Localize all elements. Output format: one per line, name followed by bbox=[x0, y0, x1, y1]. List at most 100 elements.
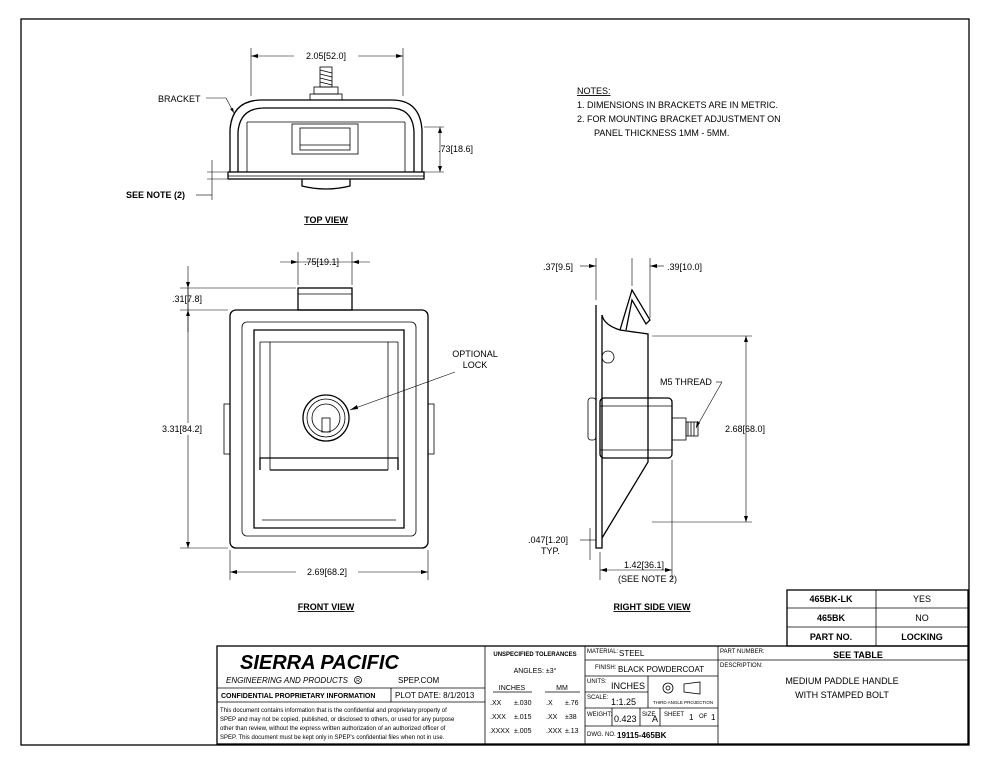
part-row-1: 465BK-LK bbox=[809, 594, 853, 604]
front-view-title: FRONT VIEW bbox=[298, 602, 355, 612]
top-height-dim: .73[18.6] bbox=[438, 144, 473, 154]
tol-in-val-1: ±.030 bbox=[514, 700, 532, 707]
side-view-title: RIGHT SIDE VIEW bbox=[613, 602, 691, 612]
tolerance-title: UNSPECIFIED TOLERANCES bbox=[493, 652, 576, 658]
thread-label: M5 THREAD bbox=[660, 377, 712, 387]
note-2-cont: PANEL THICKNESS 1MM - 5MM. bbox=[594, 128, 729, 138]
tol-mm-key-1: .X bbox=[546, 700, 553, 707]
note-2: 2. FOR MOUNTING BRACKET ADJUSTMENT ON bbox=[577, 114, 781, 124]
dwg-label: DWG. NO. bbox=[587, 732, 616, 738]
recess bbox=[253, 329, 405, 529]
tol-in-val-3: ±.005 bbox=[514, 728, 532, 735]
finish: BLACK POWDERCOAT bbox=[618, 665, 704, 674]
tolerance-angles: ANGLES: ±3° bbox=[514, 667, 557, 675]
tol-in-val-2: ±.015 bbox=[514, 714, 532, 721]
top-tab bbox=[297, 287, 353, 311]
side-housing bbox=[601, 314, 649, 539]
description-line-1: MEDIUM PADDLE HANDLE bbox=[785, 676, 898, 686]
part-table: 465BK-LK YES 465BK NO PART NO. LOCKING bbox=[786, 589, 969, 647]
locking-row-1: YES bbox=[913, 594, 931, 604]
tolerance-inches-header: INCHES bbox=[499, 685, 526, 692]
confidential-line-4: SPEP. This document must be kept only in… bbox=[220, 735, 445, 741]
see-note-label: SEE NOTE (2) bbox=[126, 190, 185, 200]
side-depth-note: (SEE NOTE 2) bbox=[618, 574, 677, 584]
notes-header: NOTES: bbox=[577, 86, 611, 96]
units: INCHES bbox=[611, 681, 645, 691]
of-label: OF bbox=[699, 714, 708, 720]
lock-label-2: LOCK bbox=[463, 360, 488, 370]
tol-mm-key-2: .XX bbox=[546, 714, 558, 721]
part-number-value: SEE TABLE bbox=[833, 650, 883, 660]
confidential-title: CONFIDENTIAL PROPRIETARY INFORMATION bbox=[221, 693, 375, 700]
front-height-dim: 3.31[84.2] bbox=[162, 424, 202, 434]
notes: NOTES: 1. DIMENSIONS IN BRACKETS ARE IN … bbox=[577, 86, 781, 138]
locking-row-2: NO bbox=[915, 613, 929, 623]
tol-in-key-3: .XXXX bbox=[489, 728, 510, 735]
plot-date: PLOT DATE: 8/1/2013 bbox=[395, 691, 475, 700]
company-name: SIERRA PACIFIC bbox=[240, 652, 399, 674]
front-top-dim: .75[19.1] bbox=[304, 257, 339, 267]
projection-label: THIRD ANGLE PROJECTION bbox=[653, 700, 713, 705]
dwg-number: 19115-465BK bbox=[617, 731, 667, 740]
side-thickness-typ: TYP. bbox=[541, 546, 560, 556]
scale: 1:1.25 bbox=[611, 697, 636, 707]
front-offset-dim: .31[7.8] bbox=[172, 294, 202, 304]
tol-mm-val-2: ±38 bbox=[565, 714, 577, 721]
m5-bolt bbox=[685, 421, 699, 437]
part-number-label: PART NUMBER: bbox=[720, 649, 765, 655]
locking-header: LOCKING bbox=[901, 632, 943, 642]
side-height-dim: 2.68[68.0] bbox=[725, 424, 765, 434]
description-label: DESCRIPTION: bbox=[720, 663, 763, 669]
base-plate bbox=[227, 171, 425, 180]
nut bbox=[313, 86, 339, 95]
side-thickness-dim: .047[1.20] bbox=[528, 535, 568, 545]
top-view-title: TOP VIEW bbox=[304, 215, 348, 225]
note-1: 1. DIMENSIONS IN BRACKETS ARE IN METRIC. bbox=[577, 100, 778, 110]
lock-cylinder bbox=[302, 394, 350, 442]
side-cylinder bbox=[599, 397, 673, 459]
tol-in-key-1: .XX bbox=[490, 700, 502, 707]
key-slot bbox=[321, 417, 331, 433]
description-line-2: WITH STAMPED BOLT bbox=[795, 690, 889, 700]
tol-mm-val-1: ±.76 bbox=[565, 700, 579, 707]
finish-label: FINISH: bbox=[595, 665, 617, 671]
paddle bbox=[259, 457, 399, 470]
side-view: M5 THREAD .37[9.5] .39[10.0] 2.68[68.0] … bbox=[528, 258, 774, 612]
units-label: UNITS: bbox=[587, 679, 607, 685]
weight-label: WEIGHT: bbox=[587, 712, 612, 718]
front-width-dim: 2.69[68.2] bbox=[307, 567, 347, 577]
registered-mark: R bbox=[356, 678, 360, 684]
size-label: SIZE bbox=[642, 712, 655, 718]
projection-symbol-icon bbox=[662, 681, 701, 695]
weight: 0.423 bbox=[614, 714, 637, 724]
side-depth-dim: 1.42[36.1] bbox=[624, 560, 664, 570]
website: SPEP.COM bbox=[398, 676, 440, 685]
tol-mm-key-3: .XXX bbox=[546, 728, 562, 735]
side-plate bbox=[595, 305, 603, 549]
sheet-total: 1 bbox=[711, 713, 716, 722]
bracket bbox=[229, 99, 423, 172]
tolerance-mm-header: MM bbox=[556, 685, 568, 692]
tol-in-key-2: .XXX bbox=[490, 714, 506, 721]
front-view: OPTIONAL LOCK .75[19.1] .31[7.8] 3.31[84… bbox=[160, 252, 498, 612]
confidential-line-3: other than review, without the express w… bbox=[220, 726, 446, 732]
lock-label-1: OPTIONAL bbox=[452, 349, 498, 359]
side-dim-a: .37[9.5] bbox=[543, 262, 573, 272]
confidential-line-1: This document contains information that … bbox=[220, 708, 447, 714]
scale-label: SCALE: bbox=[587, 695, 609, 701]
sheet-label: SHEET bbox=[664, 712, 684, 718]
sheet-number: 1 bbox=[689, 713, 694, 722]
size: A bbox=[652, 714, 658, 724]
stud bbox=[319, 66, 333, 88]
top-width-dim: 2.05[52.0] bbox=[306, 51, 346, 61]
title-block: SIERRA PACIFIC ENGINEERING AND PRODUCTS … bbox=[216, 645, 969, 745]
side-dim-b: .39[10.0] bbox=[667, 262, 702, 272]
bracket-label: BRACKET bbox=[158, 94, 201, 104]
sheet-border bbox=[20, 18, 970, 746]
top-view: 2.05[52.0] .73[18.6] BRACKET SEE NOTE (2… bbox=[126, 48, 473, 225]
tol-mm-val-3: ±.13 bbox=[565, 728, 579, 735]
clip bbox=[291, 123, 359, 155]
company-sub: ENGINEERING AND PRODUCTS bbox=[226, 676, 349, 685]
material: STEEL bbox=[619, 649, 645, 658]
